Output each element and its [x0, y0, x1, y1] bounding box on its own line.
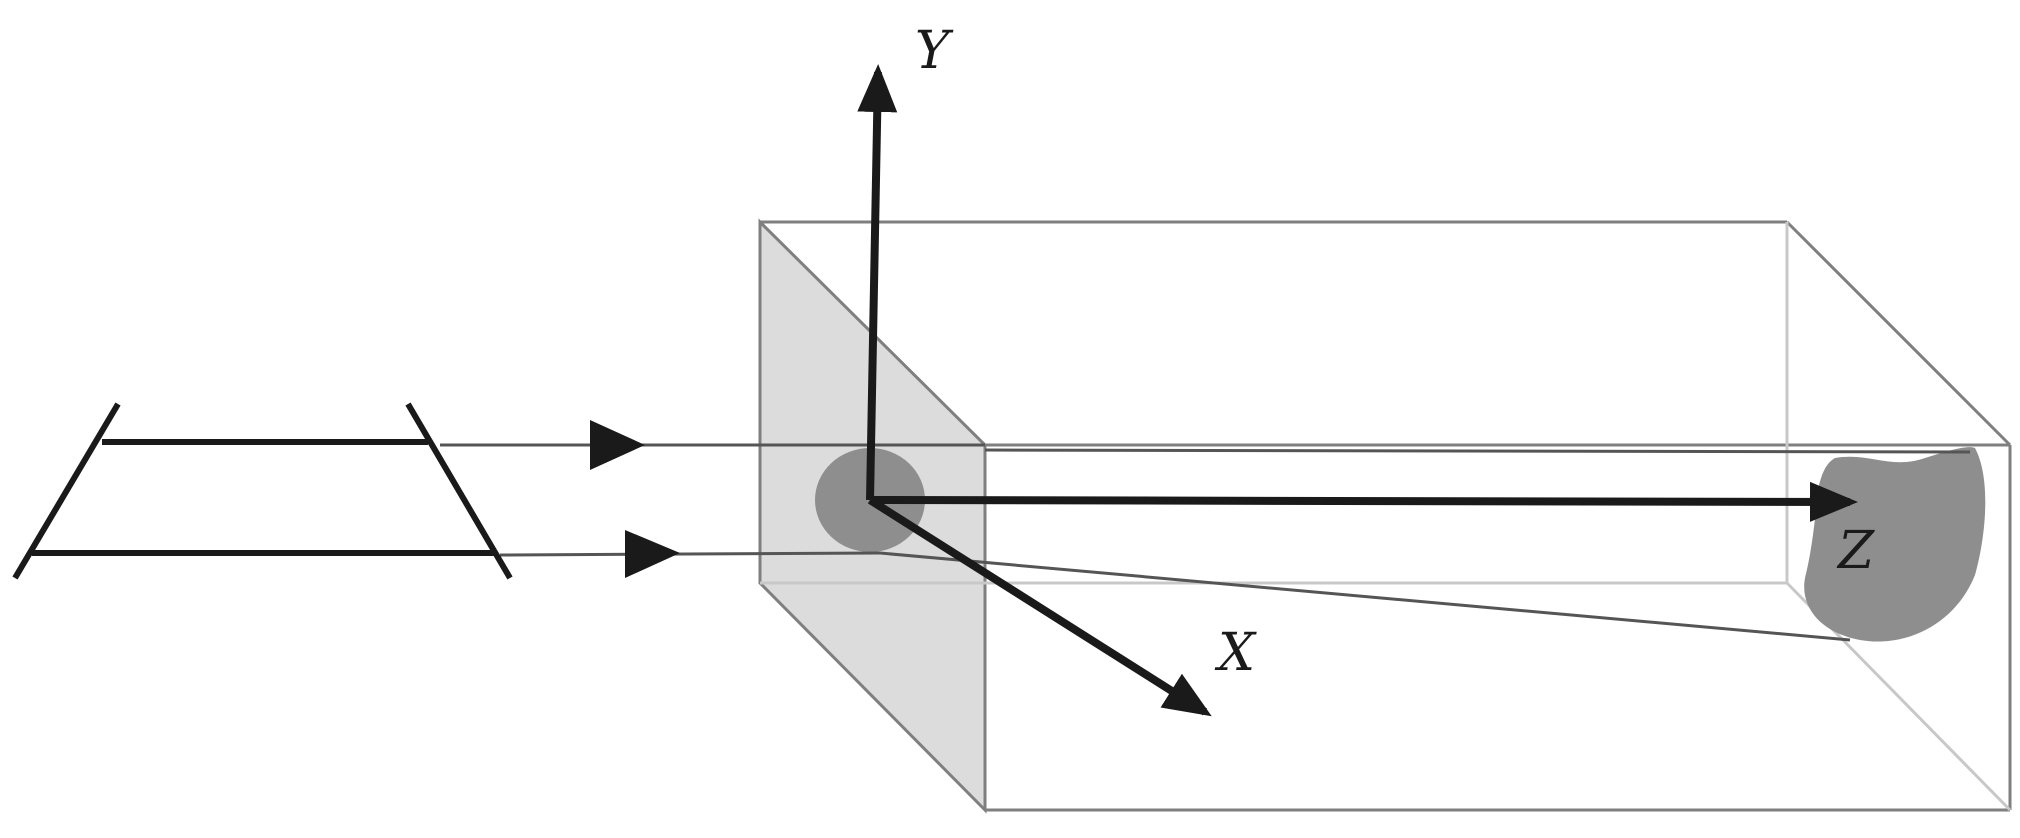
upper-beam-arrowhead [590, 420, 645, 470]
lower-beam-arrowhead [625, 530, 680, 578]
exit-spot [1804, 447, 1986, 642]
z-axis-label: Z [1836, 521, 1875, 581]
x-axis-arrow [867, 496, 1212, 717]
x-axis-label: X [1214, 623, 1257, 683]
lens-trapezoid [12, 402, 513, 580]
coordinate-axes [857, 64, 1858, 717]
beam-lines [440, 443, 1971, 642]
z-axis-arrow [869, 481, 1858, 522]
y-axis-label: Y [915, 21, 954, 81]
box-edges [760, 220, 2012, 812]
y-axis-arrow [857, 64, 898, 501]
